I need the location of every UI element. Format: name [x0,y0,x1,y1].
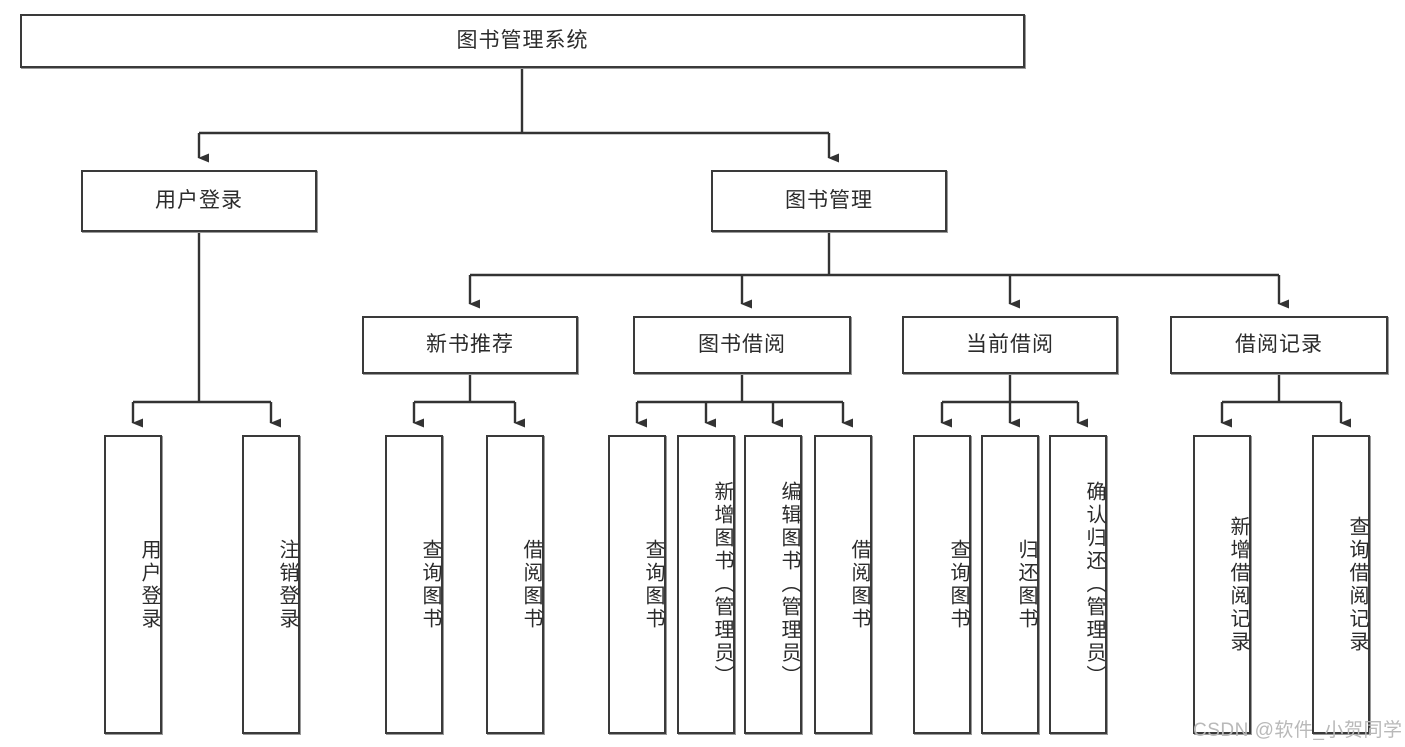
node-label: 编辑图书（管理员） [778,481,800,688]
node-label: 查询借阅记录 [1346,515,1368,654]
leaf-borrow-records-query-record[interactable]: 查询借阅记录 [1312,435,1370,734]
leaf-new-book-borrow-book[interactable]: 借阅图书 [486,435,544,734]
leaf-book-borrow-add-book-admin[interactable]: 新增图书（管理员） [677,435,735,734]
leaf-book-borrow-query-book[interactable]: 查询图书 [608,435,666,734]
node-label: 确认归还（管理员） [1083,481,1105,688]
node-label: 新书推荐 [426,333,514,357]
leaf-current-borrow-return-book[interactable]: 归还图书 [981,435,1039,734]
leaf-book-borrow-borrow-book[interactable]: 借阅图书 [814,435,872,734]
leaf-new-book-query-book[interactable]: 查询图书 [385,435,443,734]
node-label: 新增借阅记录 [1227,515,1249,654]
node-label: 当前借阅 [966,333,1054,357]
leaf-user-login-logout[interactable]: 注销登录 [242,435,300,734]
node-book-borrow[interactable]: 图书借阅 [633,316,851,374]
node-label: 用户登录 [155,189,243,213]
node-label: 图书管理 [785,189,873,213]
node-label: 查询图书 [947,538,969,631]
node-label: 用户登录 [138,538,160,631]
node-new-book-recommend[interactable]: 新书推荐 [362,316,578,374]
node-label: 借阅图书 [520,538,542,631]
leaf-book-borrow-edit-book-admin[interactable]: 编辑图书（管理员） [744,435,802,734]
node-current-borrow[interactable]: 当前借阅 [902,316,1118,374]
leaf-current-borrow-query-book[interactable]: 查询图书 [913,435,971,734]
node-label: 图书借阅 [698,333,786,357]
node-label: 借阅图书 [848,538,870,631]
node-book-management[interactable]: 图书管理 [711,170,947,232]
node-label: 新增图书（管理员） [711,481,733,688]
node-root-book-management-system[interactable]: 图书管理系统 [20,14,1025,68]
node-user-login[interactable]: 用户登录 [81,170,317,232]
leaf-current-borrow-confirm-return-admin[interactable]: 确认归还（管理员） [1049,435,1107,734]
leaf-user-login-login[interactable]: 用户登录 [104,435,162,734]
watermark-csdn: CSDN @软件_小贺同学 [1193,720,1403,741]
node-label: 查询图书 [642,538,664,631]
node-label: 图书管理系统 [456,29,589,53]
node-label: 注销登录 [276,538,298,631]
leaf-borrow-records-add-record[interactable]: 新增借阅记录 [1193,435,1251,734]
node-label: 借阅记录 [1235,333,1323,357]
node-label: 归还图书 [1015,538,1037,631]
node-borrow-records[interactable]: 借阅记录 [1170,316,1388,374]
node-label: 查询图书 [419,538,441,631]
